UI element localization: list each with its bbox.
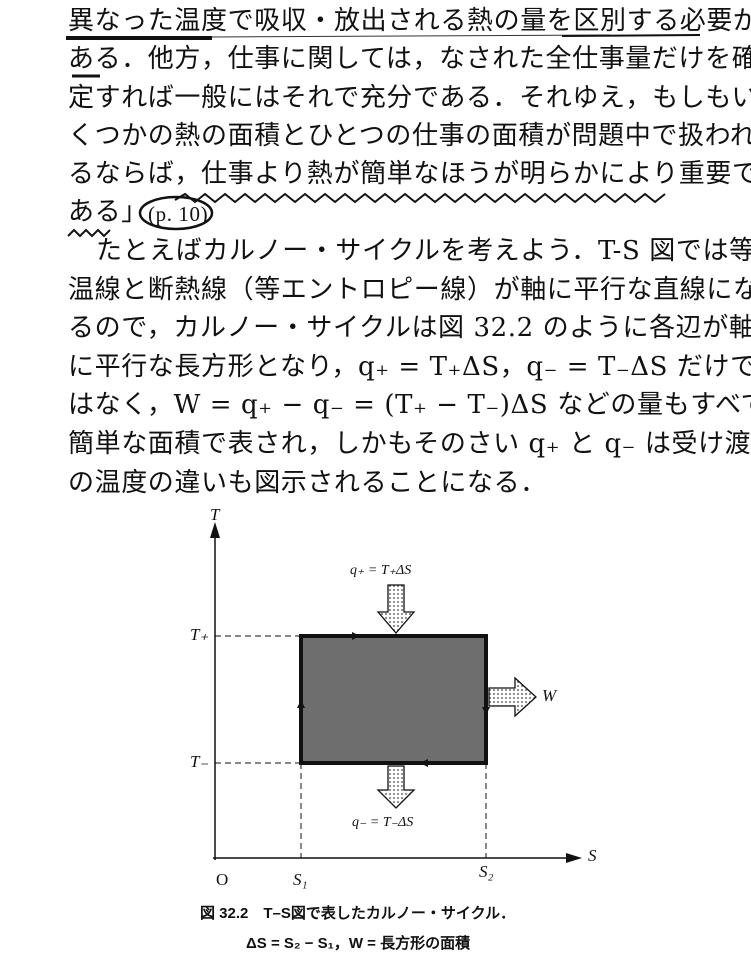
text-line: 定すれば一般にはそれで充分である．それゆえ，もしもい [68, 83, 751, 113]
text-line: るならば，仕事より熱が簡単なほうが明らかにより重要で [68, 159, 751, 189]
text-line: に平行な長方形となり，q₊ = T₊ΔS，q₋ = T₋ΔS だけで [68, 352, 751, 382]
origin-label: O [216, 870, 229, 889]
heat-out-arrow-icon [376, 765, 416, 809]
text-line: たとえばカルノー・サイクルを考えよう．T-S 図では等 [96, 236, 751, 266]
work-label: W [542, 686, 557, 705]
text-line: ある．他方，仕事に関しては，なされた全仕事量だけを確 [68, 44, 751, 74]
text-line: 温線と断熱線（等エントロピー線）が軸に平行な直線にな [68, 275, 751, 305]
cycle-rectangle [299, 634, 488, 765]
text-line: はなく，W = q₊ − q₋ = (T₊ − T₋)ΔS などの量もすべて [68, 390, 751, 420]
heat-in-arrow-icon [376, 584, 416, 634]
page-reference: (p. 10) [148, 202, 209, 226]
t-axis-label: T [210, 505, 220, 524]
text-line: くつかの熱の面積とひとつの仕事の面積が問題中で扱われ [68, 121, 751, 151]
t-axis-arrow-icon [210, 522, 220, 538]
s1-label: S₁ [293, 870, 308, 889]
q-minus-label: q₋ = T₋ΔS [352, 815, 414, 830]
text-line: るので，カルノー・サイクルは図 32.2 のように各辺が軸 [68, 313, 751, 343]
text-line: の温度の違いも図示されることになる． [68, 468, 547, 498]
text-line: 簡単な面積で表され，しかもそのさい q₊ と q₋ は受け渡し [68, 429, 751, 459]
t-minus-label: T₋ [190, 752, 209, 771]
work-out-arrow-icon [488, 676, 537, 718]
guide-lines [215, 635, 487, 858]
t-plus-label: T₊ [190, 625, 209, 644]
text-line: ある」 [68, 197, 148, 227]
s-axis-arrow-icon [566, 853, 582, 863]
q-plus-label: q₊ = T₊ΔS [350, 563, 412, 578]
figure-caption-line2: ΔS = S₂ − S₁，W = 長方形の面積 [246, 935, 471, 952]
s-axis-label: S [588, 846, 597, 865]
text-line: 異なった温度で吸収・放出される熱の量を区別する必要が [68, 6, 751, 36]
s2-label: S₂ [479, 862, 494, 881]
figure-caption-line1: 図 32.2 T–S図で表したカルノー・サイクル． [200, 905, 516, 922]
